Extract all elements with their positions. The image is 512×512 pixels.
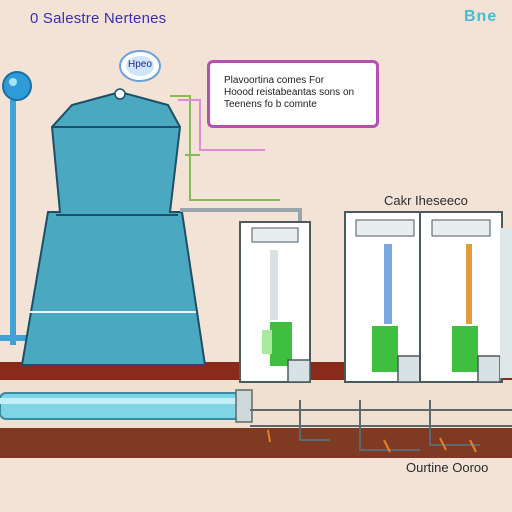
filter-unit-2 [344,211,426,383]
title-left: 0 Salestre Nertenes [30,10,167,27]
bottom-label: Ourtine Ooroo [406,460,489,475]
filter-unit-1 [239,221,311,383]
bubble-label: Hpeo [128,59,152,70]
bubble-marker [119,50,161,82]
filter-unit-3 [419,211,512,383]
ground-pipe [0,389,253,423]
green-valve-2 [372,326,398,372]
soil-floor [0,428,512,458]
bottom-manifold [250,400,512,451]
title-right: Bne [464,8,498,25]
callout-line-2: Hoood reistabeantas sons on [224,87,355,98]
green-valve-3 [452,326,478,372]
unit-label: Cakr Iheseeco [384,193,468,208]
gauge-pipe [0,71,40,345]
callout-connectors [170,95,280,201]
feed-pipe [180,208,302,225]
green-valve-1 [270,322,292,366]
callout-line-1: Plavoortina comes For [224,75,325,86]
flow-sparks [267,429,477,453]
main-tank [20,88,207,366]
info-callout: Plavoortina comes For Hoood reistabeanta… [207,60,379,128]
callout-line-3: Teenens fo b comnte [224,99,317,110]
